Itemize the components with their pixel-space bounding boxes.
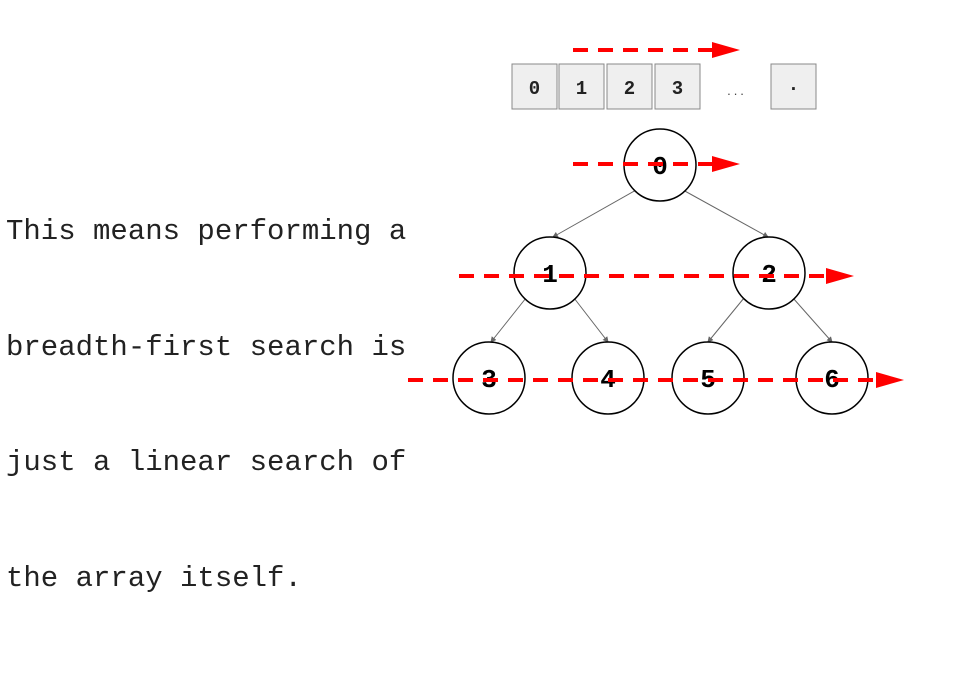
array-cell-2-label: 2 [624, 78, 635, 100]
tree-nodes: 0 1 2 3 4 5 6 [452, 128, 869, 415]
array-ellipsis: ... [727, 83, 747, 98]
caption-line-3: just a linear search of [6, 446, 407, 479]
array-cell-0: 0 [511, 63, 558, 110]
traversal-arrow-level-2 [408, 372, 904, 388]
slide: This means performing a breadth-first se… [6, 42, 904, 595]
array-cell-1-label: 1 [576, 78, 587, 100]
tree-node-2: 2 [732, 236, 806, 310]
array-cell-2: 2 [606, 63, 653, 110]
caption-line-2: breadth-first search is [6, 330, 407, 364]
edge-0-1 [552, 189, 637, 238]
traversal-arrow-array [573, 42, 740, 58]
edge-2-6 [792, 297, 833, 343]
tree-node-1: 1 [513, 236, 587, 310]
array-cell-last: · [770, 63, 817, 110]
array-cell-1: 1 [558, 63, 605, 110]
array-cell-3: 3 [654, 63, 701, 110]
traversal-arrow-level-0 [573, 156, 740, 172]
tree-node-1-label: 1 [542, 260, 558, 290]
tree-node-0-label: 0 [652, 152, 668, 182]
tree-edges [490, 189, 833, 343]
caption-line-1: This means performing a [6, 215, 407, 248]
tree-node-6: 6 [795, 341, 869, 415]
caption-line-4: the array itself. [6, 561, 302, 595]
traversal-arrow-level-1 [459, 268, 854, 284]
traversal-arrows [408, 42, 904, 388]
edge-2-5 [707, 297, 745, 343]
edge-1-4 [573, 297, 609, 343]
edge-0-2 [682, 189, 769, 238]
bfs-diagram: 0 1 2 3 ... · [408, 42, 904, 415]
tree-node-6-label: 6 [824, 365, 840, 395]
edge-1-3 [490, 297, 527, 343]
array: 0 1 2 3 ... · [511, 63, 817, 110]
array-cell-3-label: 3 [672, 78, 683, 100]
array-cell-0-label: 0 [529, 78, 540, 100]
array-cell-last-label: · [788, 78, 799, 100]
